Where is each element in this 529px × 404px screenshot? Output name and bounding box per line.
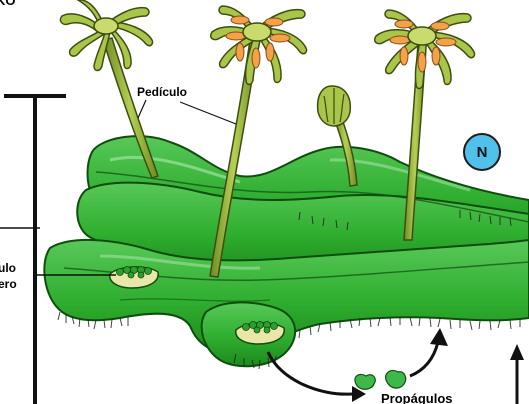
left-label-line2: ero [0,278,17,290]
pediculo-pointer [138,100,236,124]
top-left-label: KO [0,0,16,7]
propagulos-label: Propágulos [381,392,453,404]
pediculo-label: Pedículo [137,86,187,98]
archegoniophore-icon [60,0,474,126]
gemmae-icon [355,370,406,389]
n-badge: N [463,133,501,171]
thallus [44,136,529,366]
left-label-line1: ulo [0,262,16,274]
